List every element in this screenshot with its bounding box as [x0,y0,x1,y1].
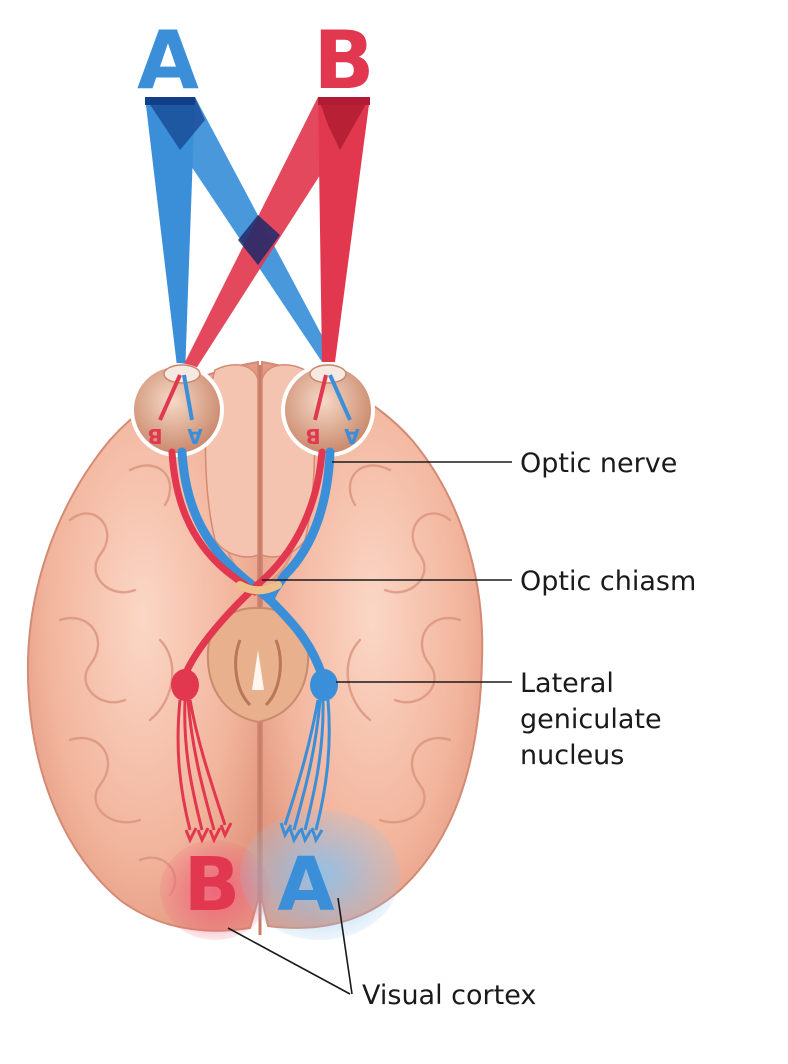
optic-radiations-red [176,699,233,844]
ray-a-to-right-eye [145,97,335,362]
lgn-label-line3: nucleus [520,740,624,771]
beam-overlap-top-b [318,97,370,150]
visual-cortex-leader-left [227,927,351,995]
visual-field-rays [145,97,370,375]
cortex-a-label: A [277,842,334,928]
field-a-label: A [137,14,199,107]
optic-chiasm-label: Optic chiasm [520,566,696,597]
optic-nerve-label: Optic nerve [520,448,677,479]
visual-cortex-leader-right [337,897,353,995]
lgn-right [310,669,338,701]
red-nerve-right [181,448,326,679]
field-a-bar [145,97,195,105]
right-eye-retina-a: A [344,424,360,448]
field-b-bar [318,97,370,105]
ray-b-to-right-eye [318,97,370,362]
beam-overlap-center [238,215,280,265]
lgn-label-line2: geniculate [520,704,662,735]
lgn-label-line1: Lateral [520,668,614,699]
annotations: Optic nerve Optic chiasm Lateral genicul… [227,448,696,1011]
field-b-label: B [314,14,375,107]
beam-overlap-top-a [145,97,205,150]
left-eye [130,363,224,457]
lgn-left [171,669,199,701]
optic-pathways [168,447,335,680]
aqueduct [252,650,264,690]
chiasm-crossing [236,581,282,595]
midbrain-detail [234,639,282,707]
optic-radiations-blue [279,699,331,844]
cortex-b-label: B [184,842,240,928]
visual-cortex-right-area [240,810,400,940]
brain [26,360,484,940]
left-eye-retina-b: B [147,424,162,448]
right-eye-retina-b: B [305,424,320,448]
visual-cortex-label: Visual cortex [362,980,536,1011]
left-eye-retina-a: A [187,424,203,448]
ray-a-to-left-eye [145,97,195,375]
